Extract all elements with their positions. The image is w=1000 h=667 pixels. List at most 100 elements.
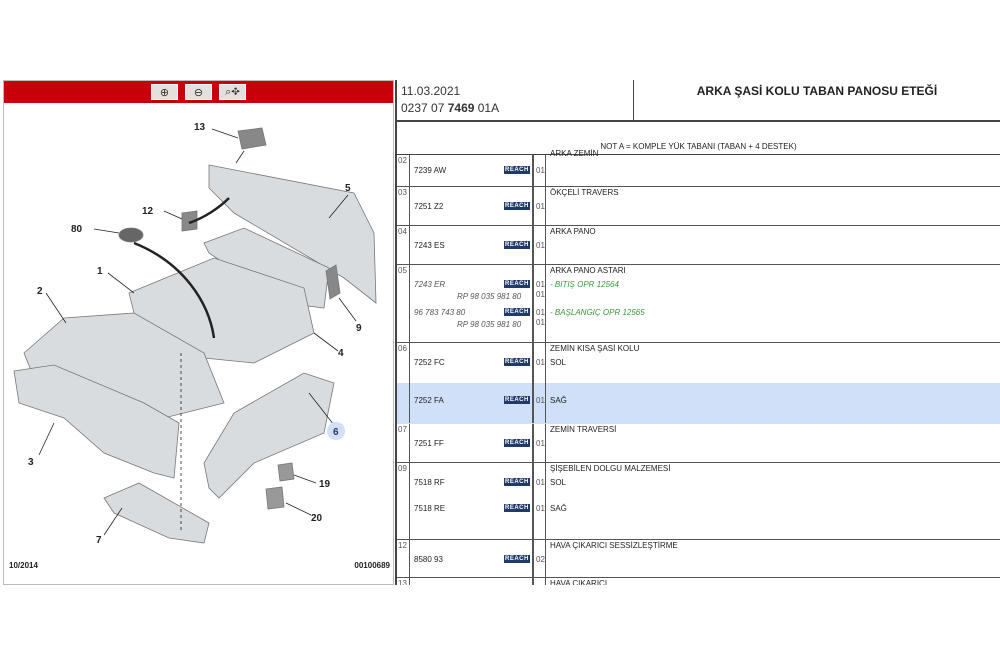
reach-badge: REACH: [504, 308, 530, 316]
part-line[interactable]: 7251 Z2 REACH 01: [414, 200, 549, 212]
code-column: [410, 463, 534, 539]
table-row[interactable]: 07 ZEMİN TRAVERSİ 7251 FF REACH 01: [397, 424, 1000, 463]
code-column: [410, 578, 534, 585]
part-line[interactable]: 7243 ES REACH 01: [414, 239, 549, 251]
code-column: [410, 187, 534, 225]
reach-badge: REACH: [504, 202, 530, 210]
replacement-qty: 01: [536, 290, 545, 299]
part-description: ŞİŞEBİLEN DOLGU MALZEMESİ: [550, 464, 671, 473]
part-number[interactable]: 7252 FA: [414, 395, 444, 405]
code-bold: 7469: [447, 101, 475, 115]
reach-badge: REACH: [504, 241, 530, 249]
row-index: 09: [397, 463, 410, 539]
side-label: SOL: [550, 358, 567, 367]
qty-column: [534, 424, 546, 462]
table-row[interactable]: 12 HAVA ÇIKARICI SESSİZLEŞTİRME 8580 93 R…: [397, 540, 1000, 578]
callout-1[interactable]: 1: [97, 266, 103, 277]
row-index: 05: [397, 265, 410, 342]
replacement-part[interactable]: RP 98 035 981 80: [457, 320, 522, 329]
qty-column: [534, 540, 546, 577]
callout-7[interactable]: 7: [96, 535, 102, 546]
diagram-date: 10/2014: [9, 561, 38, 570]
quantity: 01: [536, 395, 545, 405]
part-number[interactable]: 96 783 743 80: [414, 307, 466, 317]
callout-2[interactable]: 2: [37, 286, 43, 297]
part-line[interactable]: 7252 FC REACH 01: [414, 356, 549, 368]
part-line[interactable]: 7518 RE REACH 01: [414, 502, 549, 514]
part-description: ZEMİN TRAVERSİ: [550, 425, 617, 434]
replacement-part[interactable]: RP 98 035 981 80: [457, 292, 522, 301]
zoom-pan-icon[interactable]: ⌕✥: [219, 84, 246, 100]
code-column: [410, 226, 534, 264]
callout-5[interactable]: 5: [345, 183, 351, 194]
diagram-panel: ⊕ ⊖ ⌕✥ 13 12 80 5 1 2 9 4 6 3 19 20 7: [3, 80, 394, 585]
operation-note: - BAŞLANGIÇ OPR 12565: [550, 308, 645, 317]
part-number[interactable]: 7243 ES: [414, 240, 445, 250]
callout-9[interactable]: 9: [356, 323, 362, 334]
part-line[interactable]: 96 783 743 80 REACH 01: [414, 306, 549, 318]
reach-badge: REACH: [504, 439, 530, 447]
part-line[interactable]: 7251 FF REACH 01: [414, 437, 549, 449]
side-label: SOL: [550, 478, 567, 487]
part-number[interactable]: 7243 ER: [414, 279, 446, 289]
callout-6[interactable]: 6: [333, 427, 339, 438]
parts-table-panel: 11.03.2021 0237 07 7469 01A ARKA ŞASİ KO…: [395, 80, 1000, 585]
qty-column: [534, 343, 546, 423]
exploded-parts-diagram: 13 12 80 5 1 2 9 4 6 3 19 20 7: [13, 122, 377, 546]
row-index: 12: [397, 540, 410, 577]
callout-20[interactable]: 20: [311, 513, 323, 524]
zoom-out-icon[interactable]: ⊖: [185, 84, 212, 100]
row-index: 02: [397, 155, 410, 186]
table-row[interactable]: 09 ŞİŞEBİLEN DOLGU MALZEMESİ 7518 RF REAC…: [397, 463, 1000, 540]
part-line[interactable]: 8580 93 REACH 02: [414, 553, 549, 565]
part-number[interactable]: 7518 RF: [414, 477, 445, 487]
part-description: ARKA PANO ASTARI: [550, 266, 626, 275]
part-description: HAVA ÇIKARICI SESSİZLEŞTİRME: [550, 541, 678, 550]
quantity: 01: [536, 307, 545, 317]
quantity: 01: [536, 165, 545, 175]
callout-13[interactable]: 13: [194, 122, 206, 133]
part-description: HAVA ÇIKARICI: [550, 579, 608, 585]
header-code: 0237 07 7469 01A: [401, 100, 629, 117]
part-number[interactable]: 8580 93: [414, 554, 443, 564]
row-index: 07: [397, 424, 410, 462]
code-column: [410, 265, 534, 342]
callout-19[interactable]: 19: [319, 479, 331, 490]
selected-row-highlight: [397, 383, 1000, 424]
part-line[interactable]: 7239 AW REACH 01: [414, 164, 549, 176]
operation-note: - BITIŞ OPR 12564: [550, 280, 619, 289]
callout-80[interactable]: 80: [71, 224, 83, 235]
side-label: SAĞ: [550, 396, 567, 405]
reach-badge: REACH: [504, 280, 530, 288]
part-line[interactable]: 7252 FA REACH 01: [414, 394, 549, 406]
part-number[interactable]: 7252 FC: [414, 357, 445, 367]
quantity: 01: [536, 279, 545, 289]
note-text: NOT A = KOMPLE YÜK TABANI (TABAN + 4 DES…: [397, 122, 1000, 155]
row-index: 04: [397, 226, 410, 264]
reach-badge: REACH: [504, 166, 530, 174]
replacement-qty: 01: [536, 318, 545, 327]
callout-3[interactable]: 3: [28, 457, 34, 468]
zoom-in-icon[interactable]: ⊕: [151, 84, 178, 100]
code-column: [410, 155, 534, 186]
callout-4[interactable]: 4: [338, 348, 344, 359]
reach-badge: REACH: [504, 396, 530, 404]
quantity: 01: [536, 503, 545, 513]
quantity: 02: [536, 554, 545, 564]
part-line[interactable]: 7243 ER REACH 01: [414, 278, 549, 290]
part-number[interactable]: 7251 FF: [414, 438, 444, 448]
part-number[interactable]: 7518 RE: [414, 503, 446, 513]
part-number[interactable]: 7251 Z2: [414, 201, 444, 211]
callout-12[interactable]: 12: [142, 206, 154, 217]
part-number[interactable]: 7239 AW: [414, 165, 447, 175]
code-column: [410, 343, 534, 423]
code-column: [410, 424, 534, 462]
quantity: 01: [536, 240, 545, 250]
part-line[interactable]: 7518 RF REACH 01: [414, 476, 549, 488]
